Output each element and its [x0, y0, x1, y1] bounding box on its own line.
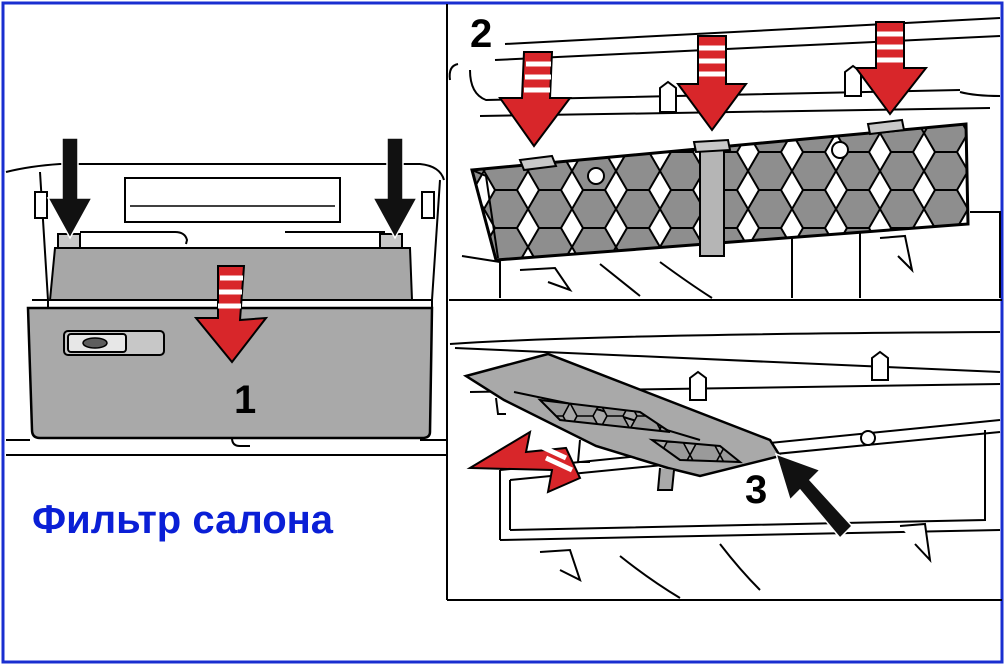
pointer-black-arrow-icon [774, 452, 854, 540]
curved-red-arrow-icon [193, 265, 269, 364]
caption-cabin-filter: Фильтр салона [32, 498, 334, 542]
panel-2-filter-cover [448, 17, 1001, 299]
down-arrow-black-icon [371, 137, 419, 240]
step-label-3: 3 [745, 468, 768, 512]
panel-1-glovebox [5, 137, 446, 456]
slide-red-arrow-icon [466, 429, 582, 494]
panel-3-filter-removal [449, 331, 1001, 599]
step-label-2: 2 [470, 12, 493, 56]
down-red-arrow-icon [676, 35, 748, 132]
step-label-1: 1 [234, 378, 257, 422]
down-arrow-black-icon [46, 137, 94, 240]
down-red-arrow-icon [498, 51, 572, 148]
down-red-arrow-icon [854, 21, 929, 116]
